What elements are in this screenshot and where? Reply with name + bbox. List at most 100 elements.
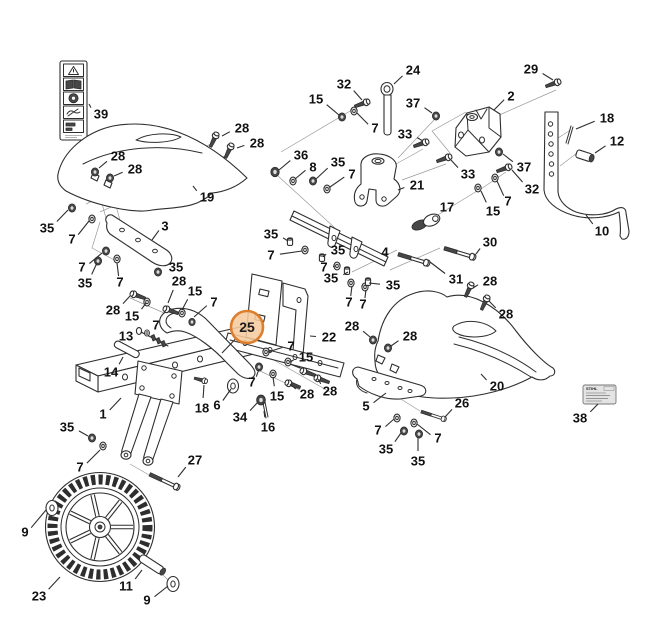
leader-line-28	[113, 171, 123, 177]
part-label-35[interactable]: 35	[411, 454, 425, 469]
part-label-34[interactable]: 34	[233, 410, 248, 425]
part-label-14[interactable]: 14	[104, 365, 119, 380]
part-label-35[interactable]: 35	[331, 243, 345, 258]
wheel-spokes	[69, 494, 133, 560]
part-label-35[interactable]: 35	[264, 227, 278, 242]
part-label-23[interactable]: 23	[32, 589, 46, 604]
selected-part-highlight[interactable]: 25	[221, 309, 265, 354]
part-label-7[interactable]: 7	[348, 167, 355, 182]
part-label-16[interactable]: 16	[261, 420, 275, 435]
leader-line-34	[249, 401, 259, 411]
part-label-28[interactable]: 28	[483, 274, 497, 289]
part-label-20[interactable]: 20	[490, 379, 504, 394]
part-label-9[interactable]: 9	[21, 525, 28, 540]
part-label-6[interactable]: 6	[213, 398, 220, 413]
part-label-28[interactable]: 28	[128, 162, 142, 177]
part-label-5[interactable]: 5	[362, 399, 369, 414]
part-label-35[interactable]: 35	[60, 420, 74, 435]
part-label-28[interactable]: 28	[345, 319, 359, 334]
part-label-26[interactable]: 26	[455, 396, 469, 411]
part-label-29[interactable]: 29	[524, 62, 538, 77]
leader-line-15	[272, 376, 275, 387]
part-label-21[interactable]: 21	[410, 178, 424, 193]
part-label-27[interactable]: 27	[188, 453, 202, 468]
part-label-33[interactable]: 33	[398, 127, 412, 142]
part-label-7[interactable]: 7	[371, 121, 378, 136]
part-label-28[interactable]: 28	[106, 303, 120, 318]
part-label-38[interactable]: 38	[573, 411, 587, 426]
part-label-33[interactable]: 33	[461, 167, 475, 182]
part-label-8[interactable]: 8	[309, 160, 316, 175]
part-label-35[interactable]: 35	[386, 278, 400, 293]
part-label-7[interactable]: 7	[68, 232, 75, 247]
part-label-7[interactable]: 7	[76, 460, 83, 475]
nut-37	[431, 111, 441, 121]
part-label-3[interactable]: 3	[161, 219, 168, 234]
part-label-10[interactable]: 10	[595, 224, 609, 239]
part-label-4[interactable]: 4	[381, 245, 389, 260]
part-label-7[interactable]: 7	[116, 275, 123, 290]
part-label-13[interactable]: 13	[119, 329, 133, 344]
part-label-15[interactable]: 15	[270, 389, 284, 404]
part-label-24[interactable]: 24	[406, 63, 421, 78]
part-label-35[interactable]: 35	[169, 260, 183, 275]
part-label-32[interactable]: 32	[525, 182, 539, 197]
part-label-7[interactable]: 7	[359, 297, 366, 312]
part-label-7[interactable]: 7	[287, 339, 294, 354]
part-label-35[interactable]: 35	[331, 155, 345, 170]
part-label-1[interactable]: 1	[99, 407, 106, 422]
part-label-18[interactable]: 18	[195, 401, 209, 416]
part-label-9[interactable]: 9	[143, 593, 150, 608]
part-label-7[interactable]: 7	[374, 423, 381, 438]
part-label-15[interactable]: 15	[125, 309, 139, 324]
part-label-28[interactable]: 28	[499, 307, 513, 322]
part-label-15[interactable]: 15	[486, 204, 500, 219]
part-label-28[interactable]: 28	[300, 387, 314, 402]
part-label-28[interactable]: 28	[235, 121, 249, 136]
part-label-22[interactable]: 22	[322, 330, 336, 345]
part-label-28[interactable]: 28	[172, 274, 186, 289]
part-label-35[interactable]: 35	[324, 271, 338, 286]
part-label-28[interactable]: 28	[323, 384, 337, 399]
part-label-15[interactable]: 15	[309, 92, 323, 107]
leader-line-31	[429, 261, 446, 274]
leader-line-28	[167, 289, 174, 304]
leader-line-35	[282, 237, 289, 242]
selected-part-number[interactable]: 25	[239, 319, 255, 335]
part-label-7[interactable]: 7	[78, 260, 85, 275]
part-label-39[interactable]: 39	[94, 107, 108, 122]
leader-line-7	[77, 220, 90, 235]
part-label-28[interactable]: 28	[403, 329, 417, 344]
part-label-37[interactable]: 37	[517, 160, 531, 175]
part-label-28[interactable]: 28	[250, 136, 264, 151]
part-label-19[interactable]: 19	[200, 190, 214, 205]
part-label-7[interactable]: 7	[248, 375, 255, 390]
part-label-7[interactable]: 7	[345, 295, 352, 310]
part-label-7[interactable]: 7	[434, 431, 441, 446]
part-label-30[interactable]: 30	[483, 235, 497, 250]
part-label-15[interactable]: 15	[188, 284, 202, 299]
part-label-37[interactable]: 37	[406, 96, 420, 111]
washer-7	[350, 106, 358, 116]
part-label-15[interactable]: 15	[299, 350, 313, 365]
part-label-12[interactable]: 12	[610, 134, 624, 149]
part-label-7[interactable]: 7	[504, 194, 511, 209]
part-label-31[interactable]: 31	[449, 272, 463, 287]
part-label-7[interactable]: 7	[210, 295, 217, 310]
part-label-18[interactable]: 18	[600, 111, 614, 126]
wheel-part-23	[44, 471, 156, 583]
leader-line-15	[181, 299, 189, 311]
part-label-7[interactable]: 7	[267, 248, 274, 263]
part-label-11[interactable]: 11	[119, 579, 133, 594]
part-label-35[interactable]: 35	[78, 276, 92, 291]
part-label-2[interactable]: 2	[507, 89, 514, 104]
part-label-32[interactable]: 32	[337, 77, 351, 92]
part-label-36[interactable]: 36	[294, 148, 308, 163]
leader-line-15	[480, 190, 487, 203]
part-label-17[interactable]: 17	[440, 200, 454, 215]
part-label-28[interactable]: 28	[111, 149, 125, 164]
part-label-7[interactable]: 7	[152, 318, 159, 333]
part-label-35[interactable]: 35	[40, 221, 54, 236]
part-label-7[interactable]: 7	[320, 260, 327, 275]
part-label-35[interactable]: 35	[379, 442, 393, 457]
